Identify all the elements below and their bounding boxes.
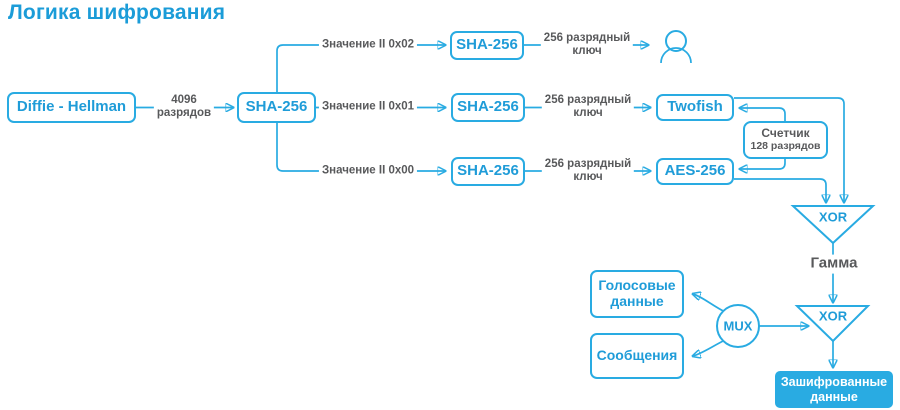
edge-label-key-mid-line1: 256 разрядный (544, 94, 632, 107)
edge-label-4096-line1: 4096 (171, 94, 197, 107)
node-encrypted-line2: данные (810, 389, 858, 404)
node-diffie-hellman: Diffie - Hellman (7, 92, 136, 123)
edge-label-gamma: Гамма (807, 254, 861, 274)
xor-output-gate (794, 305, 871, 343)
edge-counter-to-aes (740, 157, 786, 169)
page-title: Логика шифрования (8, 1, 226, 24)
node-voice-line1: Голосовые (598, 277, 676, 294)
edge-label-key-top: 256 разрядный ключ (540, 31, 634, 59)
edge-label-key-top-line2: ключ (572, 45, 602, 57)
node-sha-branch-bottom-label: SHA-256 (457, 162, 519, 180)
edge-label-value-0x02: Значение II 0x02 (318, 37, 418, 53)
node-twofish: Twofish (656, 94, 734, 121)
xor-output-gate-label: XOR (818, 308, 848, 324)
edge-branch-0x00 (276, 123, 445, 171)
node-diffie-hellman-label: Diffie - Hellman (16, 98, 127, 116)
node-messages: Сообщения (590, 333, 684, 379)
edge-label-key-bottom-line2: ключ (573, 171, 603, 183)
node-counter: Счетчик 128 разрядов (743, 121, 828, 159)
node-sha-main: SHA-256 (237, 92, 316, 123)
edge-label-value-0x01: Значение II 0x01 (318, 99, 418, 115)
node-voice-data: Голосовые данные (590, 270, 684, 318)
user-icon (660, 30, 692, 64)
edge-aes-to-xor (734, 178, 826, 202)
mux-node (716, 304, 760, 348)
edge-label-key-top-line1: 256 разрядный (543, 32, 631, 45)
node-sha-branch-mid: SHA-256 (451, 93, 525, 122)
edge-label-4096-bits: 4096 разрядов (153, 93, 215, 121)
edge-branch-0x02 (276, 45, 445, 92)
edge-label-key-mid-line2: ключ (573, 107, 603, 119)
edge-label-value-0x00: Значение II 0x00 (318, 163, 418, 179)
node-sha-branch-top-label: SHA-256 (456, 36, 518, 54)
edge-counter-to-twofish (740, 108, 786, 123)
edge-label-key-mid: 256 разрядный ключ (541, 93, 635, 121)
node-sha-branch-bottom: SHA-256 (451, 157, 525, 186)
xor-gamma-gate-label: XOR (818, 209, 848, 225)
node-counter-line2: 128 разрядов (750, 139, 821, 152)
node-sha-branch-mid-label: SHA-256 (457, 98, 519, 116)
node-encrypted-data: Зашифрованные данные (775, 371, 893, 408)
node-counter-line1: Счетчик (761, 126, 810, 141)
node-messages-label: Сообщения (596, 347, 678, 364)
xor-gamma-gate (790, 205, 876, 245)
edge-label-key-bottom: 256 разрядный ключ (541, 157, 635, 185)
node-voice-line2: данные (610, 293, 664, 309)
node-aes-256: AES-256 (656, 158, 734, 185)
node-sha-main-label: SHA-256 (245, 98, 308, 116)
node-aes-256-label: AES-256 (664, 162, 726, 180)
edge-mux-to-voice (693, 294, 728, 314)
edge-twofish-to-xor (734, 97, 844, 202)
edge-label-4096-line2: разрядов (156, 107, 212, 119)
node-sha-branch-top: SHA-256 (450, 31, 524, 60)
edge-mux-to-messages (693, 338, 728, 356)
edge-label-key-bottom-line1: 256 разрядный (544, 158, 632, 171)
mux-label: MUX (723, 318, 753, 334)
node-encrypted-line1: Зашифрованные (780, 374, 888, 389)
node-twofish-label: Twofish (667, 98, 723, 116)
